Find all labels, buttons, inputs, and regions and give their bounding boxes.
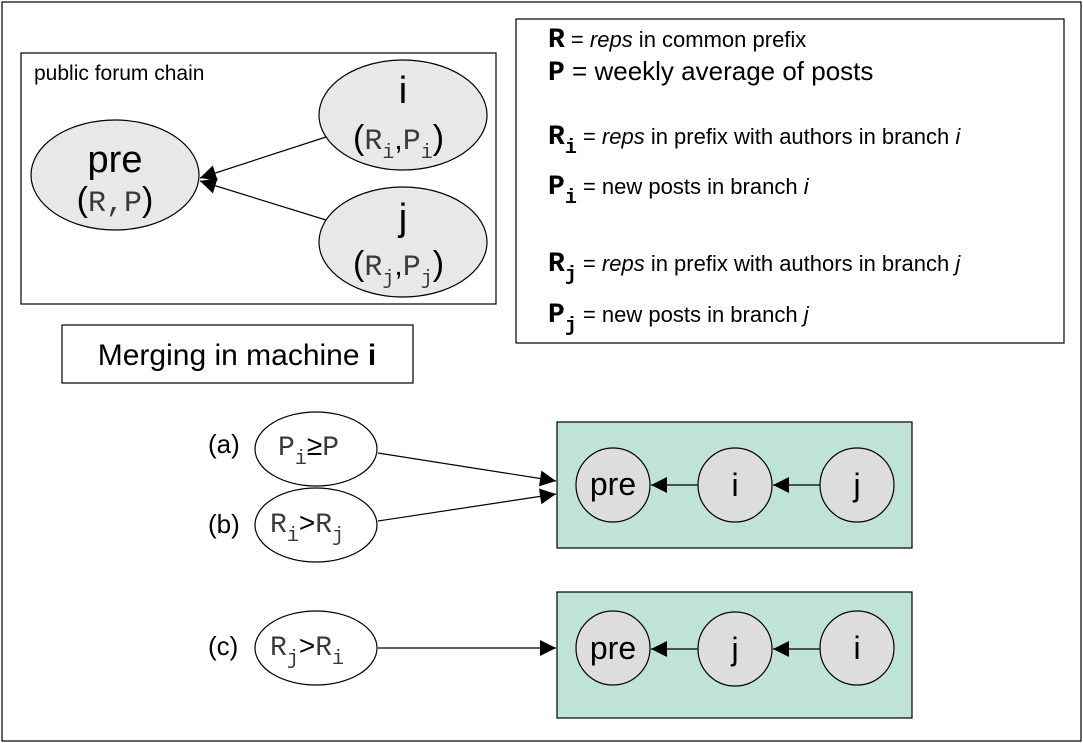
legend-ri: Ri = reps in prefix with authors in bran… <box>548 122 961 160</box>
condition-b-expr: Ri>Rj <box>270 507 344 548</box>
legend-box <box>515 18 1065 344</box>
condition-a-node <box>254 411 378 487</box>
edge-a-to-result <box>377 452 557 487</box>
legend-p: P = weekly average of posts <box>548 56 873 89</box>
condition-b-label: (b) <box>208 509 240 539</box>
legend-pi: Pi = new posts in branch i <box>548 172 810 210</box>
result-bottom-label-2: j <box>730 631 738 667</box>
edge-j-to-pre <box>199 178 327 221</box>
forum-chain-panel: public forum chain pre (R,P) i (Ri,Pi) j… <box>20 52 497 305</box>
condition-a: (a) Pi≥P <box>208 411 557 487</box>
edge-b-to-result <box>377 488 557 522</box>
condition-a-expr: Pi≥P <box>278 430 339 471</box>
result-bottom-label-3: i <box>853 630 860 666</box>
merge-title-box <box>61 324 414 384</box>
result-chain-bottom: pre j i <box>556 591 913 719</box>
condition-c-expr: Rj>Ri <box>270 630 344 671</box>
legend-panel: R = reps in common prefix P = weekly ave… <box>515 18 1065 344</box>
condition-c-node <box>254 610 378 686</box>
branch-i-params: (Ri,Pi) <box>353 119 444 165</box>
result-bottom-node-1 <box>575 610 651 686</box>
merge-title-panel: Merging in machine i <box>61 324 414 384</box>
result-bottom-label-1: pre <box>590 630 636 666</box>
branch-i-node <box>318 59 488 171</box>
branch-i-label: i <box>399 70 407 112</box>
result-top-label-1: pre <box>590 466 636 502</box>
edge-i-to-pre <box>199 136 327 181</box>
legend-rj: Rj = reps in prefix with authors in bran… <box>548 249 961 287</box>
legend-pj: Pj = new posts in branch j <box>548 300 810 338</box>
condition-b-node <box>254 487 378 563</box>
pre-node-params: (R,P) <box>77 181 154 221</box>
pre-node-label: pre <box>88 139 143 181</box>
result-top-label-2: i <box>731 467 738 503</box>
condition-a-label: (a) <box>208 429 240 459</box>
result-top-node-1 <box>575 447 651 523</box>
pre-node <box>30 119 200 231</box>
condition-c-label: (c) <box>208 631 238 661</box>
branch-j-node <box>318 186 488 298</box>
branch-j-label: j <box>398 197 407 239</box>
result-top-label-3: j <box>852 467 860 503</box>
branch-j-params: (Rj,Pj) <box>353 245 444 291</box>
forum-chain-title: public forum chain <box>34 62 204 85</box>
result-chain-top: pre i j <box>556 421 913 549</box>
condition-b: (b) Ri>Rj <box>208 487 557 563</box>
condition-c: (c) Rj>Ri <box>208 610 556 686</box>
result-bottom-node-3 <box>819 610 895 686</box>
merge-title: Merging in machine i <box>98 339 376 372</box>
legend-r: R = reps in common prefix <box>548 25 806 56</box>
